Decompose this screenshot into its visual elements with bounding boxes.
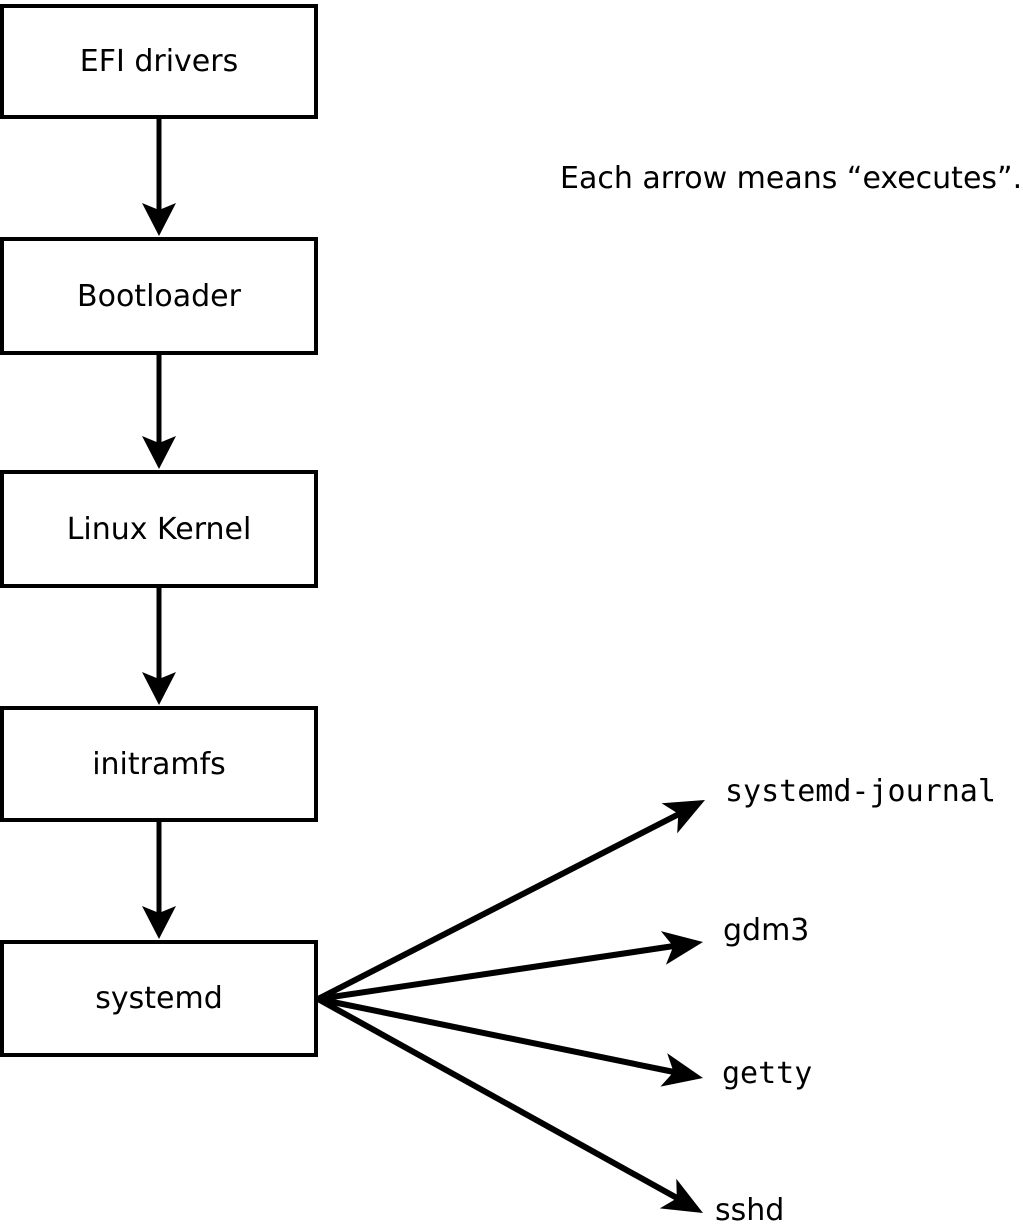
arrowhead-right-icon	[659, 1178, 703, 1213]
arrowhead-right-icon	[660, 931, 703, 965]
arrowhead-down-icon	[142, 203, 176, 236]
node-systemd: systemd	[0, 940, 318, 1057]
arrowhead-down-icon	[142, 906, 176, 939]
node-label-initramfs: initramfs	[92, 746, 226, 782]
arrowhead-down-icon	[142, 436, 176, 469]
process-label-getty: getty	[722, 1056, 813, 1091]
arrow-shaft	[316, 996, 679, 1201]
arrow-kernel-to-initramfs	[142, 588, 176, 705]
arrow-systemd-to-journal	[316, 800, 705, 1002]
process-label-sshd: sshd	[715, 1193, 785, 1228]
node-initramfs: initramfs	[0, 706, 318, 822]
arrow-systemd-to-getty	[317, 996, 703, 1087]
node-label-linux-kernel: Linux Kernel	[66, 511, 252, 547]
node-label-bootloader: Bootloader	[77, 278, 241, 314]
arrow-shaft	[317, 943, 675, 1002]
arrow-shaft	[317, 996, 675, 1075]
process-label-gdm3: gdm3	[723, 913, 810, 948]
arrow-systemd-to-gdm3	[317, 931, 703, 1002]
arrow-shaft	[316, 811, 681, 1002]
diagram-note: Each arrow means “executes”.	[560, 161, 1023, 196]
arrow-bootloader-to-kernel	[142, 355, 176, 469]
node-label-efi-drivers: EFI drivers	[79, 44, 239, 79]
process-label-systemd-journal: systemd-journal	[725, 774, 996, 809]
node-efi-drivers: EFI drivers	[0, 4, 318, 119]
arrow-systemd-to-sshd	[316, 996, 703, 1213]
arrowhead-right-icon	[661, 800, 705, 834]
node-label-systemd: systemd	[95, 981, 223, 1016]
node-bootloader: Bootloader	[0, 237, 318, 355]
arrow-efi-to-bootloader	[142, 119, 176, 236]
arrowhead-down-icon	[142, 672, 176, 705]
arrow-initramfs-to-systemd	[142, 822, 176, 939]
arrowhead-right-icon	[660, 1053, 703, 1087]
node-linux-kernel: Linux Kernel	[0, 470, 318, 588]
